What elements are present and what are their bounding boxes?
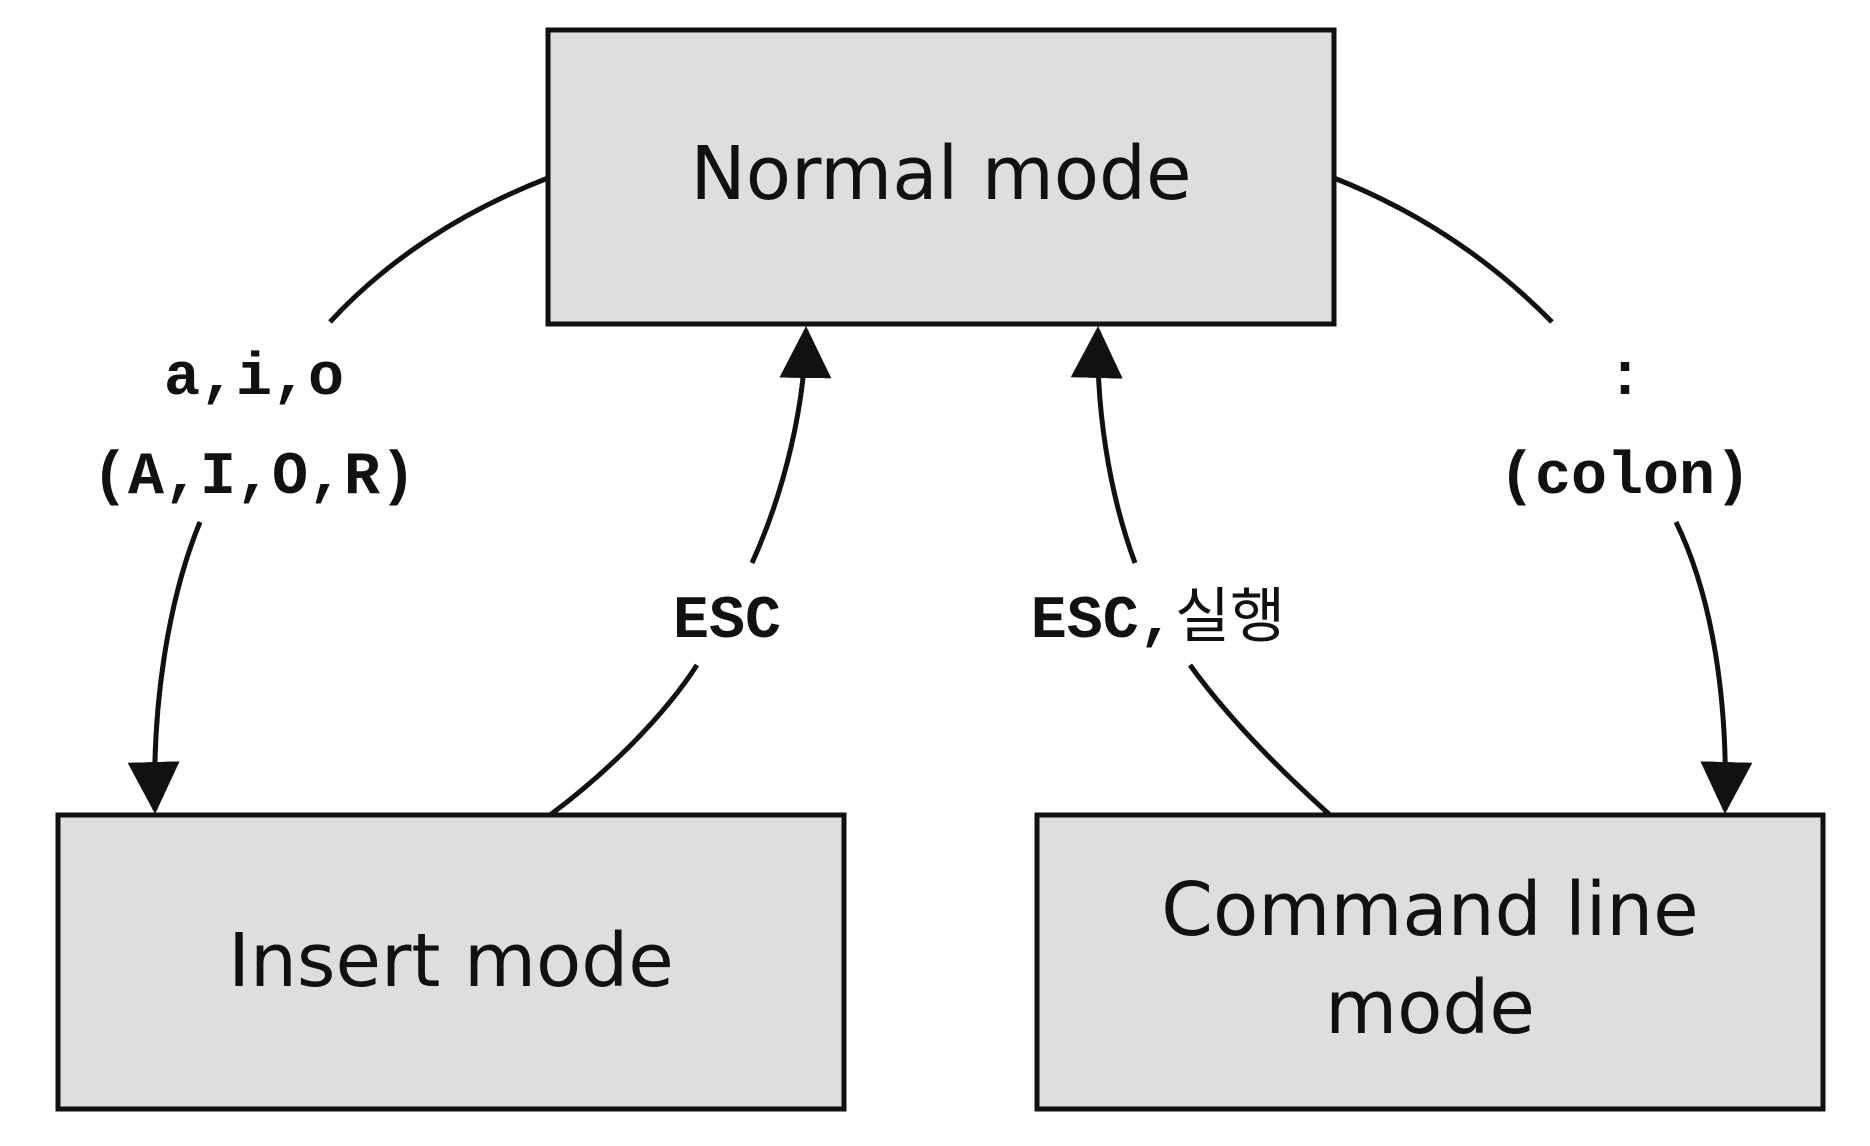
command-line-mode-node: Command line mode (1034, 812, 1826, 1112)
edge-normal-to-command-upper-arc (1333, 175, 1554, 324)
edge-command-to-normal-upper-arc (1070, 326, 1138, 564)
edge-command-to-normal: ESC,실행 (1031, 326, 1332, 817)
edge-label-esc-execute: ESC,실행 (1031, 582, 1285, 656)
command-line-mode-label-line2: mode (1325, 965, 1535, 1051)
command-line-mode-label-line1: Command line (1161, 867, 1698, 953)
edge-insert-to-normal: ESC (548, 326, 832, 818)
edge-label-esc-execute-prefix: ESC, (1031, 588, 1175, 656)
edge-normal-to-insert-lower-arc (127, 521, 203, 814)
edge-insert-to-normal-lower-arc (548, 663, 700, 818)
edge-insert-to-normal-upper-arc (749, 326, 832, 565)
edge-label-colon-key: : (1607, 345, 1643, 413)
edge-normal-to-command-lower-arc (1673, 520, 1753, 814)
edge-label-execute-korean: 실행 (1175, 582, 1285, 652)
normal-mode-node: Normal mode (545, 27, 1337, 327)
insert-mode-label: Insert mode (228, 918, 674, 1004)
edge-label-esc: ESC (673, 588, 781, 656)
edge-label-insert-keys: a,i,o (164, 345, 344, 413)
normal-mode-label: Normal mode (690, 131, 1191, 217)
edge-label-insert-keys-upper: (A,I,O,R) (92, 444, 416, 512)
edge-label-colon-word: (colon) (1499, 444, 1751, 512)
edge-normal-to-command: : (colon) (1333, 175, 1753, 814)
edge-normal-to-insert-upper-arc (328, 175, 549, 324)
edge-normal-to-insert: a,i,o (A,I,O,R) (92, 175, 549, 814)
edge-command-to-normal-lower-arc (1187, 663, 1332, 817)
insert-mode-node: Insert mode (55, 812, 847, 1112)
